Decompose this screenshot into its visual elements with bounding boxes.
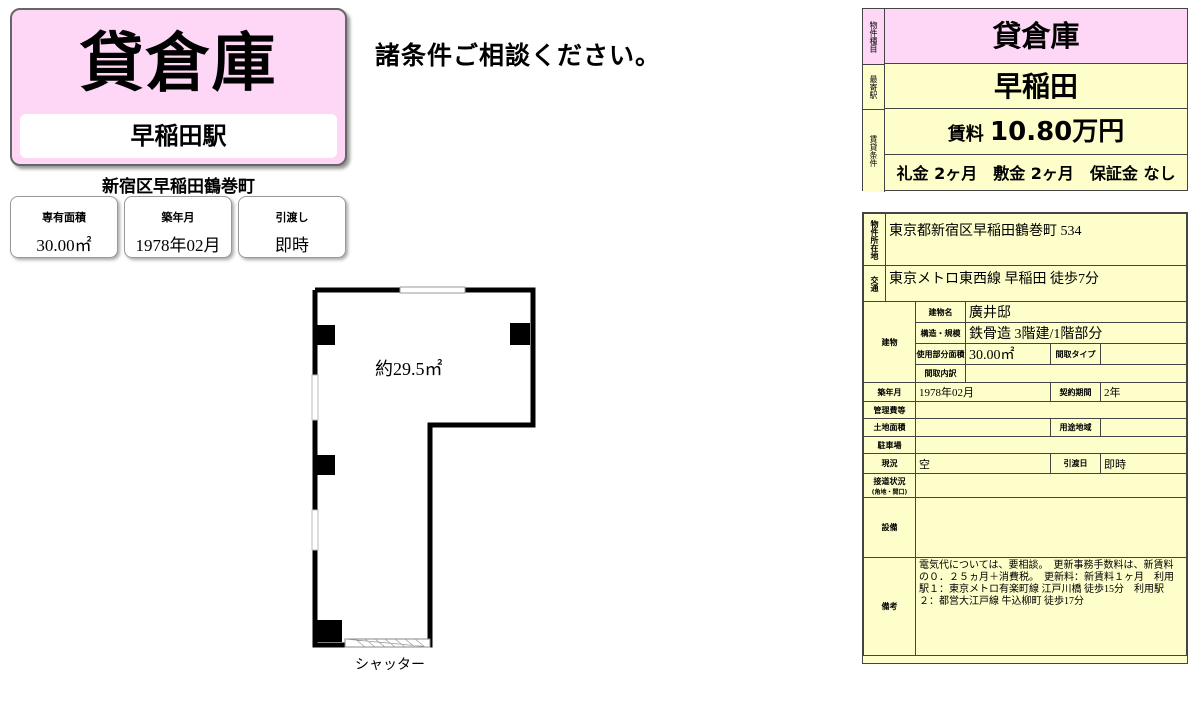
summary-type: 貸倉庫 bbox=[885, 9, 1187, 64]
remarks-value: 電気代については、要相談。 更新事務手数料は、新賃料の０．２５ヵ月＋消費税。 更… bbox=[915, 557, 1187, 656]
mgmt-label: 管理費等 bbox=[863, 401, 916, 419]
layout-detail-label: 間取内訳 bbox=[915, 364, 966, 383]
plan-area-label: 約29.5㎡ bbox=[375, 358, 443, 379]
rent-value: 10.80万円 bbox=[990, 117, 1125, 147]
plan-pillar bbox=[317, 455, 335, 475]
layout-type-label: 間取タイプ bbox=[1050, 343, 1101, 365]
layout-type-value bbox=[1100, 343, 1187, 365]
bname-value: 廣井邸 bbox=[965, 301, 1187, 323]
plan-pillar bbox=[317, 620, 342, 642]
handover-label: 引渡し bbox=[275, 211, 309, 224]
structure-value: 鉄骨造 3階建/1階部分 bbox=[965, 322, 1187, 344]
area-value: 30.00㎡ bbox=[36, 236, 92, 255]
location-value: 東京都新宿区早稲田鶴巻町 534 bbox=[885, 213, 1187, 266]
summary-side-type: 物件種目 bbox=[863, 9, 885, 64]
built-box: 築年月 1978年02月 bbox=[124, 196, 232, 258]
parking-label: 駐車場 bbox=[863, 436, 916, 454]
structure-label: 構造・規模 bbox=[915, 322, 966, 344]
built-label: 築年月 bbox=[863, 382, 916, 402]
summary-fees: 礼金 2ヶ月 敷金 2ヶ月 保証金 なし bbox=[896, 164, 1176, 183]
detail-table: 物件所在地 東京都新宿区早稲田鶴巻町 534 交通 東京メトロ東西線 早稲田 徒… bbox=[862, 212, 1188, 664]
handover-box: 引渡し 即時 bbox=[238, 196, 346, 258]
zoning-label: 用途地域 bbox=[1050, 418, 1101, 437]
summary-station: 早稲田 bbox=[885, 64, 1187, 109]
built-value: 1978年02月 bbox=[135, 236, 221, 255]
remarks-label: 備考 bbox=[863, 557, 916, 656]
equipment-label: 設備 bbox=[863, 497, 916, 558]
rent-label: 賃料 bbox=[947, 124, 984, 145]
equipment-value bbox=[915, 497, 1187, 558]
layout-detail-value bbox=[965, 364, 1187, 383]
status-value: 空 bbox=[915, 453, 1051, 474]
floor-plan: 約29.5㎡ bbox=[311, 286, 536, 648]
contract-value: 2年 bbox=[1100, 382, 1187, 402]
station-title: 早稲田駅 bbox=[20, 114, 337, 158]
summary-box: 物件種目 最寄駅 賃貸条件 貸倉庫 早稲田 賃料 10.80万円 礼金 2ヶ月 … bbox=[862, 8, 1188, 192]
road-label: 接道状況 (角地・間口) bbox=[863, 473, 916, 498]
road-value bbox=[915, 473, 1187, 498]
plan-window-left-1 bbox=[311, 374, 319, 421]
handover-value: 即時 bbox=[275, 236, 309, 255]
land-label: 土地面積 bbox=[863, 418, 916, 437]
plan-window-left-2 bbox=[311, 509, 319, 551]
built-label: 築年月 bbox=[161, 211, 195, 224]
plan-pillar bbox=[510, 323, 530, 345]
land-value bbox=[915, 418, 1051, 437]
plan-shutter-hatch bbox=[344, 638, 431, 648]
summary-side-terms: 賃貸条件 bbox=[863, 109, 885, 192]
contract-label: 契約期間 bbox=[1050, 382, 1101, 402]
road-label-sub: (角地・間口) bbox=[871, 488, 908, 496]
status-label: 現況 bbox=[863, 453, 916, 474]
location-label: 物件所在地 bbox=[870, 219, 879, 260]
road-label-main: 接道状況 bbox=[873, 476, 906, 486]
parking-value bbox=[915, 436, 1187, 454]
zoning-value bbox=[1100, 418, 1187, 437]
shutter-label: シャッター bbox=[355, 658, 425, 673]
built-value: 1978年02月 bbox=[915, 382, 1051, 402]
mgmt-value bbox=[915, 401, 1187, 419]
summary-side-station: 最寄駅 bbox=[863, 64, 885, 109]
area-box: 専有面積 30.00㎡ bbox=[10, 196, 118, 258]
plan-pillar bbox=[317, 325, 335, 345]
handover-date-label: 引渡日 bbox=[1050, 453, 1101, 474]
transport-value: 東京メトロ東西線 早稲田 徒歩7分 bbox=[885, 265, 1187, 302]
property-type-title: 貸倉庫 bbox=[79, 27, 278, 101]
usable-area-label: 使用部分面積 bbox=[915, 343, 966, 365]
summary-rent: 賃料 10.80万円 bbox=[885, 109, 1187, 155]
title-card: 貸倉庫 早稲田駅 bbox=[10, 8, 347, 166]
usable-area-value: 30.00㎡ bbox=[965, 343, 1051, 365]
building-label: 建物 bbox=[881, 337, 898, 347]
handover-date-value: 即時 bbox=[1100, 453, 1187, 474]
area-label: 専有面積 bbox=[42, 211, 86, 224]
transport-label: 交通 bbox=[870, 275, 879, 292]
plan-window-top bbox=[399, 286, 466, 294]
plan-walls bbox=[312, 287, 536, 648]
bname-label: 建物名 bbox=[915, 301, 966, 323]
consult-text: 諸条件ご相談ください。 bbox=[375, 41, 662, 70]
address-line: 新宿区早稲田鶴巻町 bbox=[102, 177, 255, 197]
